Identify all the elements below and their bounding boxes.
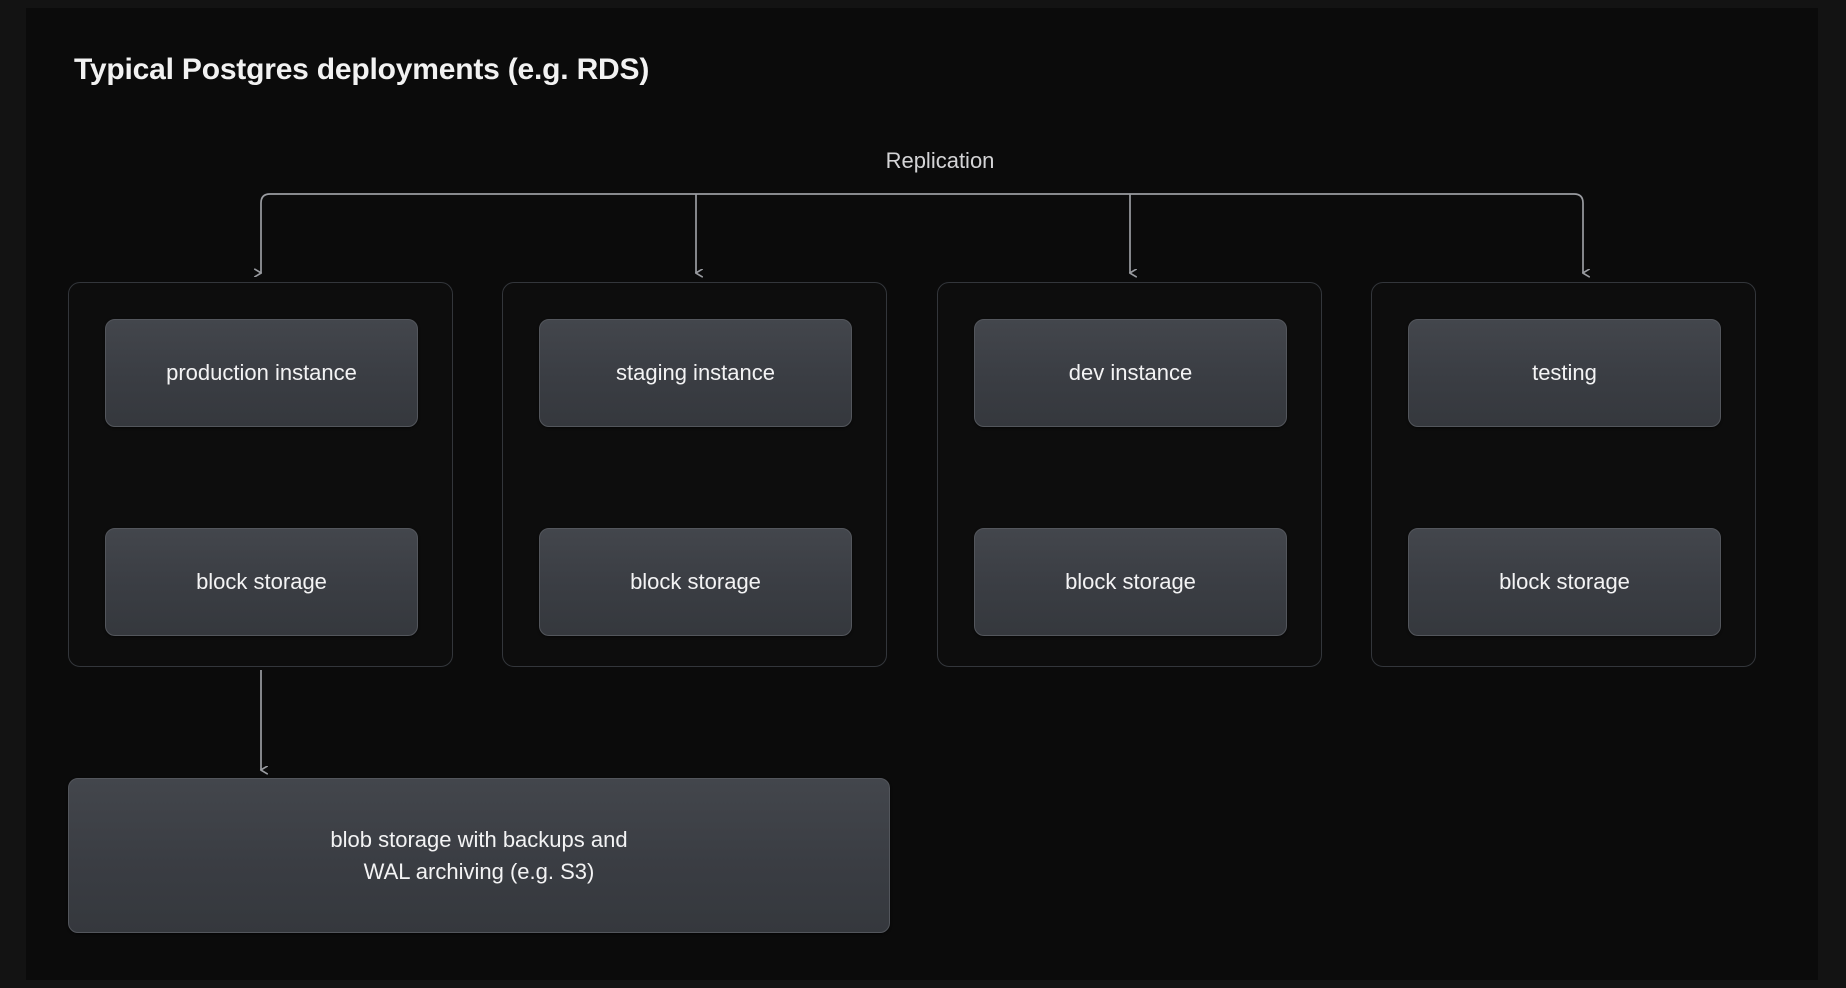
node-label: block storage [630, 569, 761, 594]
node-label: testing [1532, 360, 1597, 385]
node-staging-block-storage[interactable]: block storage [539, 528, 852, 636]
node-label: block storage [1499, 569, 1630, 594]
node-label: block storage [196, 569, 327, 594]
node-blob-storage[interactable]: blob storage with backups and WAL archiv… [68, 778, 890, 933]
blob-storage-line-2: WAL archiving (e.g. S3) [363, 858, 595, 884]
replication-label: Replication [885, 148, 995, 173]
node-testing-block-storage[interactable]: block storage [1408, 528, 1721, 636]
blob-storage-line-1: blob storage with backups and [330, 826, 628, 852]
group-testing[interactable]: testing block storage [1371, 282, 1756, 667]
group-production[interactable]: production instance block storage [68, 282, 453, 667]
node-label: production instance [166, 360, 357, 385]
node-dev-instance[interactable]: dev instance [974, 319, 1287, 427]
node-testing-instance[interactable]: testing [1408, 319, 1721, 427]
node-label: staging instance [616, 360, 775, 385]
node-staging-instance[interactable]: staging instance [539, 319, 852, 427]
page-title: Typical Postgres deployments (e.g. RDS) [74, 53, 650, 86]
node-production-instance[interactable]: production instance [105, 319, 418, 427]
node-dev-block-storage[interactable]: block storage [974, 528, 1287, 636]
node-label: dev instance [1068, 360, 1193, 385]
group-staging[interactable]: staging instance block storage [502, 282, 887, 667]
node-label: block storage [1065, 569, 1196, 594]
node-production-block-storage[interactable]: block storage [105, 528, 418, 636]
diagram-panel: Typical Postgres deployments (e.g. RDS) … [26, 8, 1818, 980]
group-dev[interactable]: dev instance block storage [937, 282, 1322, 667]
